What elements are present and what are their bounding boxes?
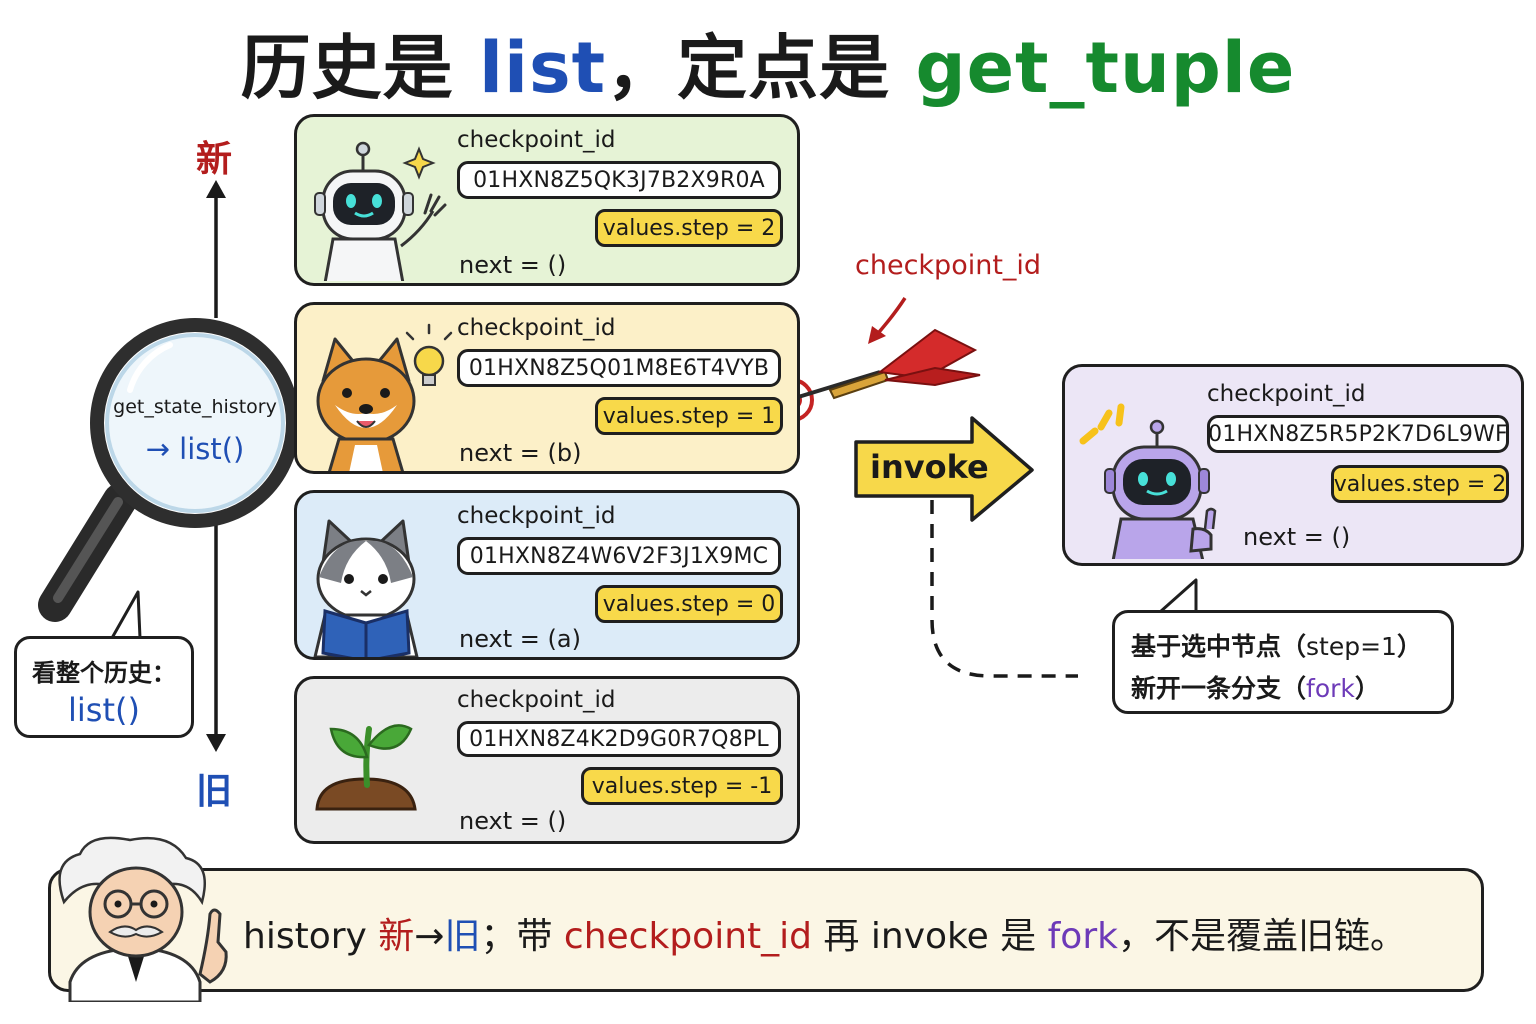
footer-newer: 新 <box>378 916 415 957</box>
bubble-right-line1-text: 基于选中节点（ <box>1131 632 1307 661</box>
title-part-get-tuple: get_tuple <box>915 27 1296 109</box>
footer-tail: ，不是覆盖旧链。 <box>1117 916 1406 957</box>
footer-arrow: → <box>414 916 445 957</box>
bubble-right-line2-close: ） <box>1354 674 1380 703</box>
bubble-right-line1-close: ） <box>1396 632 1422 661</box>
checkpoint-label: checkpoint_id <box>457 127 616 153</box>
invoke-label: invoke <box>870 448 989 486</box>
lens-return-type: → list() <box>145 432 245 466</box>
footer-older: 旧 <box>444 916 481 957</box>
checkpoint-card-3[interactable]: checkpoint_id 01HXN8Z4K2D9G0R7Q8PL value… <box>294 676 800 844</box>
bubble-right-line2: 新开一条分支（fork） <box>1131 669 1380 705</box>
footer-with: ；带 <box>480 916 564 957</box>
checkpoint-card-2[interactable]: checkpoint_id 01HXN8Z4W6V2F3J1X9MC value… <box>294 490 800 660</box>
robot-thumbs-up-icon <box>1079 403 1217 559</box>
footer-text: history 新→旧；带 checkpoint_id 再 invoke 是 f… <box>243 907 1406 959</box>
axis-label-newer: 新 <box>196 139 233 180</box>
title-part-3: ，定点是 <box>606 27 916 109</box>
bubble-left-line2: list() <box>68 691 140 729</box>
professor-icon <box>58 836 228 1002</box>
footer-checkpoint-id: checkpoint_id <box>563 916 812 957</box>
checkpoint-card-1[interactable]: checkpoint_id 01HXN8Z5Q01M8E6T4VYB value… <box>294 302 800 474</box>
bubble-left-line1: 看整个历史： <box>32 659 176 687</box>
bubble-right-line2-text: 新开一条分支（ <box>1131 674 1307 703</box>
magnifier-icon <box>38 318 300 622</box>
checkpoint-label: checkpoint_id <box>457 503 616 529</box>
title-part-list: list <box>478 27 607 109</box>
fork-checkpoint-label: checkpoint_id <box>1207 381 1366 407</box>
next-value: next = () <box>459 251 567 279</box>
checkpoint-label: checkpoint_id <box>457 687 616 713</box>
bubble-right-tail <box>1158 578 1198 614</box>
title-part-1: 历史是 <box>240 27 479 109</box>
footer-invoke: 再 invoke 是 <box>811 916 1048 957</box>
next-value: next = () <box>459 807 567 835</box>
dart-icon <box>770 328 981 422</box>
checkpoint-id-value: 01HXN8Z4K2D9G0R7Q8PL <box>457 721 781 757</box>
bubble-right: 基于选中节点（step=1） 新开一条分支（fork） <box>1112 610 1454 714</box>
robot-waving-icon <box>314 141 447 281</box>
bubble-left-tail <box>110 590 142 640</box>
bubble-left: 看整个历史： list() <box>14 636 194 738</box>
bubble-right-line1: 基于选中节点（step=1） <box>1131 627 1422 663</box>
footer-fork: fork <box>1047 916 1118 957</box>
invoke-arrow-icon <box>854 416 1034 522</box>
dog-idea-icon <box>316 323 453 471</box>
next-value: next = (a) <box>459 625 581 653</box>
next-value: next = (b) <box>459 439 582 467</box>
axis-label-older: 旧 <box>196 771 233 812</box>
fork-checkpoint-id-value: 01HXN8Z5R5P2K7D6L9WF <box>1207 415 1509 453</box>
sprout-icon <box>315 724 417 811</box>
values-step-badge: values.step = -1 <box>581 767 783 805</box>
bubble-right-fork-word: fork <box>1306 674 1355 703</box>
values-step-badge: values.step = 1 <box>595 397 783 435</box>
checkpoint-id-value: 01HXN8Z5Q01M8E6T4VYB <box>457 349 781 387</box>
fork-checkpoint-card[interactable]: checkpoint_id 01HXN8Z5R5P2K7D6L9WF value… <box>1062 364 1524 566</box>
bubble-right-step-value: step=1 <box>1306 632 1397 661</box>
fork-dashed-path <box>930 500 1078 678</box>
page-title: 历史是 list，定点是 get_tuple <box>0 12 1536 113</box>
cat-reading-icon <box>313 519 419 657</box>
checkpoint-id-value: 01HXN8Z5QK3J7B2X9R0A <box>457 161 781 199</box>
footer-summary: history 新→旧；带 checkpoint_id 再 invoke 是 f… <box>48 868 1484 992</box>
fork-next-value: next = () <box>1243 523 1351 551</box>
values-step-badge: values.step = 2 <box>595 209 783 247</box>
axis-arrowhead-up <box>206 180 226 198</box>
footer-history: history <box>243 916 379 957</box>
checkpoint-id-value: 01HXN8Z4W6V2F3J1X9MC <box>457 537 781 575</box>
lens-method-name: get_state_history <box>113 396 277 418</box>
dart-checkpoint-label: checkpoint_id <box>855 250 1042 281</box>
fork-values-step-badge: values.step = 2 <box>1331 465 1509 503</box>
axis-arrowhead-down <box>206 734 226 752</box>
values-step-badge: values.step = 0 <box>595 585 783 623</box>
checkpoint-card-0[interactable]: checkpoint_id 01HXN8Z5QK3J7B2X9R0A value… <box>294 114 800 286</box>
checkpoint-label: checkpoint_id <box>457 315 616 341</box>
